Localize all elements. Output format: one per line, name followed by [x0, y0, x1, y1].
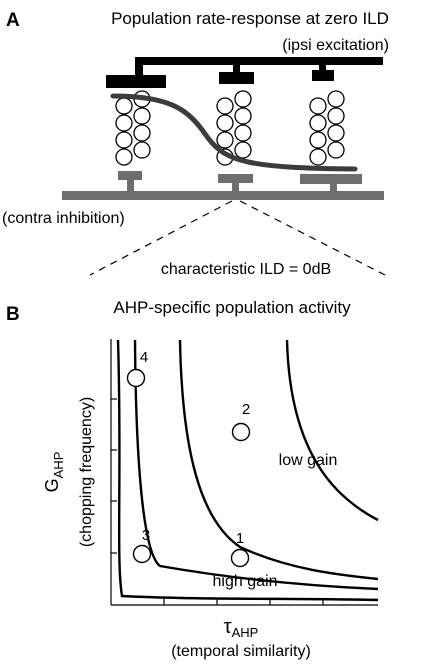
marker-1-circle [230, 548, 250, 568]
neuron-cell-middle [234, 90, 252, 108]
neuron-cell-left [133, 124, 151, 142]
neuron-cell-left [115, 131, 133, 149]
contra-stem-left [127, 179, 134, 193]
panel-b-title: AHP-specific population activity [113, 298, 351, 317]
marker-1-label: 1 [236, 530, 244, 547]
iso-curve-2 [133, 339, 379, 591]
characteristic-ild-label: characteristic ILD = 0dB [161, 261, 331, 278]
neuron-cell-middle [234, 124, 252, 142]
y-axis-subscript: AHP [51, 452, 66, 479]
neuron-cell-right [327, 90, 345, 108]
y-axis-description: (chopping frequency) [78, 397, 95, 547]
neuron-cell-right [309, 97, 327, 115]
neuron-cell-left [115, 148, 133, 166]
ipsi-stem-middle [233, 57, 240, 75]
low-gain-label: low gain [279, 452, 338, 469]
zoom-line-right [239, 200, 386, 276]
ipsi-excitation-bar [135, 57, 383, 65]
activity-markers: 1 2 3 4 [126, 349, 251, 568]
neuron-cell-right [309, 131, 327, 149]
y-axis-label: GAHP [42, 452, 66, 493]
panel-b-axes [110, 339, 378, 606]
ipsi-synapse-middle [219, 72, 254, 84]
iso-curve-3 [178, 339, 379, 581]
contra-synapse-right [300, 174, 362, 184]
neuron-cell-middle [216, 114, 234, 132]
iso-activity-curves [116, 339, 379, 602]
svg-text:GAHP: GAHP [42, 452, 66, 493]
panel-a-letter: A [6, 10, 20, 31]
x-axis-symbol: τ [224, 616, 232, 638]
panel-b-letter: B [6, 304, 20, 325]
ipsi-synapse-left [106, 75, 166, 88]
neuron-cell-right [327, 124, 345, 142]
neuron-cell-middle [216, 97, 234, 115]
neuron-cell-middle [234, 141, 252, 159]
neuron-cell-right [327, 107, 345, 125]
contra-stem-middle [232, 181, 239, 193]
ipsi-synapse-right [312, 70, 334, 81]
contra-stem-right [330, 182, 337, 193]
marker-4-label: 4 [140, 349, 148, 366]
iso-curve-4 [285, 339, 379, 522]
neuron-cell-left [133, 107, 151, 125]
neuron-cell-middle [216, 131, 234, 149]
x-axis-subscript: AHP [232, 625, 259, 640]
marker-3-circle [132, 544, 152, 564]
contra-inhibition-label: (contra inhibition) [2, 210, 125, 227]
marker-2-circle [231, 422, 251, 442]
contra-synapse-left [118, 171, 142, 180]
neuron-cell-middle [234, 107, 252, 125]
x-axis-description: (temporal similarity) [171, 643, 311, 660]
ipsi-excitation-label: (ipsi excitation) [282, 37, 389, 54]
neuron-cell-left [133, 141, 151, 159]
contra-synapse-middle [218, 174, 253, 183]
neuron-cell-right [309, 148, 327, 166]
y-axis-symbol: G [42, 478, 62, 492]
rate-response-curve [110, 93, 358, 172]
high-gain-label: high gain [213, 573, 278, 590]
iso-curve-1 [116, 339, 379, 602]
ipsi-stem-right [319, 57, 326, 71]
marker-2-label: 2 [242, 401, 250, 418]
neuron-cell-left [115, 114, 133, 132]
neuron-cell-left [115, 97, 133, 115]
y-axis-description-group: (chopping frequency) [78, 397, 95, 547]
contra-inhibition-network [62, 171, 384, 200]
panel-a-title: Population rate-response at zero ILD [111, 9, 389, 28]
neuron-cell-right [327, 141, 345, 159]
ipsi-excitation-network [106, 57, 383, 88]
x-axis-label: τAHP [224, 616, 259, 640]
ipsi-stem-left [135, 57, 143, 79]
marker-3-label: 3 [142, 527, 150, 544]
zoom-line-left [89, 200, 233, 276]
neuron-cell-right [309, 114, 327, 132]
marker-4-circle [126, 368, 146, 388]
contra-inhibition-bar [62, 191, 384, 200]
neuron-populations [115, 90, 345, 166]
